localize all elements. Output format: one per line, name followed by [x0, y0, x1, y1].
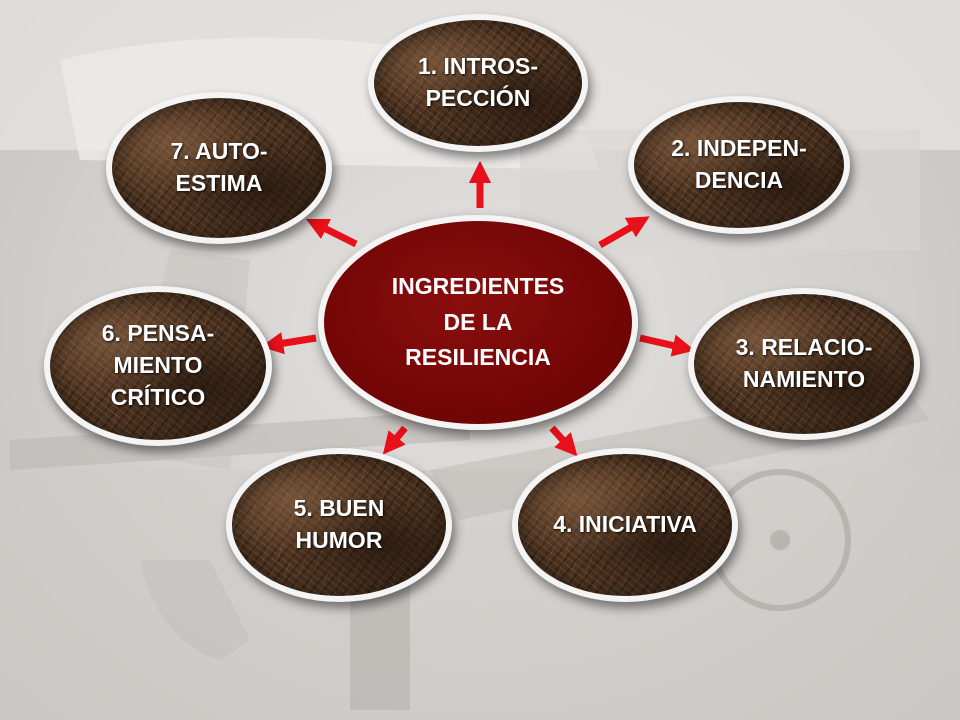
- node-buen-humor: 5. BUEN HUMOR: [226, 448, 452, 602]
- node-pensamiento-critico-line-1: 6. PENSA-: [101, 320, 215, 347]
- node-autoestima-line-1: 7. AUTO-: [170, 138, 268, 165]
- node-independencia-line-1: 2. INDEPEN-: [671, 135, 807, 162]
- node-pensamiento-critico-line-2: MIENTO: [113, 352, 203, 379]
- node-relacionamiento: 3. RELACIO- NAMIENTO: [688, 288, 920, 440]
- arrow-to-pensamiento-critico: [260, 332, 317, 355]
- arrow-to-relacionamiento: [639, 334, 695, 357]
- node-introspeccion-line-1: 1. INTROS-: [417, 53, 539, 80]
- arrow-to-independencia: [598, 216, 650, 249]
- node-pensamiento-critico: 6. PENSA- MIENTO CRÍTICO: [44, 286, 272, 446]
- node-independencia-line-2: DENCIA: [694, 167, 784, 193]
- arrow-to-autoestima: [305, 218, 358, 248]
- arrow-to-iniciativa: [549, 425, 578, 457]
- node-iniciativa: 4. INICIATIVA: [512, 448, 738, 602]
- center-line-1: INGREDIENTES: [391, 273, 565, 300]
- node-pensamiento-critico-line-3: CRÍTICO: [110, 383, 206, 410]
- node-independencia: 2. INDEPEN- DENCIA: [628, 96, 850, 234]
- center-line-2: DE LA: [443, 308, 513, 335]
- node-autoestima: 7. AUTO- ESTIMA: [106, 92, 332, 244]
- center-line-3: RESILIENCIA: [405, 344, 551, 371]
- node-iniciativa-line-1: 4. INICIATIVA: [553, 511, 697, 538]
- node-autoestima-line-2: ESTIMA: [175, 170, 263, 196]
- node-relacionamiento-line-1: 3. RELACIO-: [735, 334, 873, 361]
- node-introspeccion: 1. INTROS- PECCIÓN: [368, 14, 588, 152]
- center-node-ingredientes-resiliencia: INGREDIENTES DE LA RESILIENCIA: [318, 215, 638, 430]
- node-buen-humor-line-1: 5. BUEN: [293, 495, 385, 522]
- node-buen-humor-line-2: HUMOR: [295, 527, 383, 553]
- arrow-to-buen-humor: [382, 425, 408, 455]
- node-relacionamiento-line-2: NAMIENTO: [742, 366, 866, 392]
- node-introspeccion-line-2: PECCIÓN: [425, 85, 531, 111]
